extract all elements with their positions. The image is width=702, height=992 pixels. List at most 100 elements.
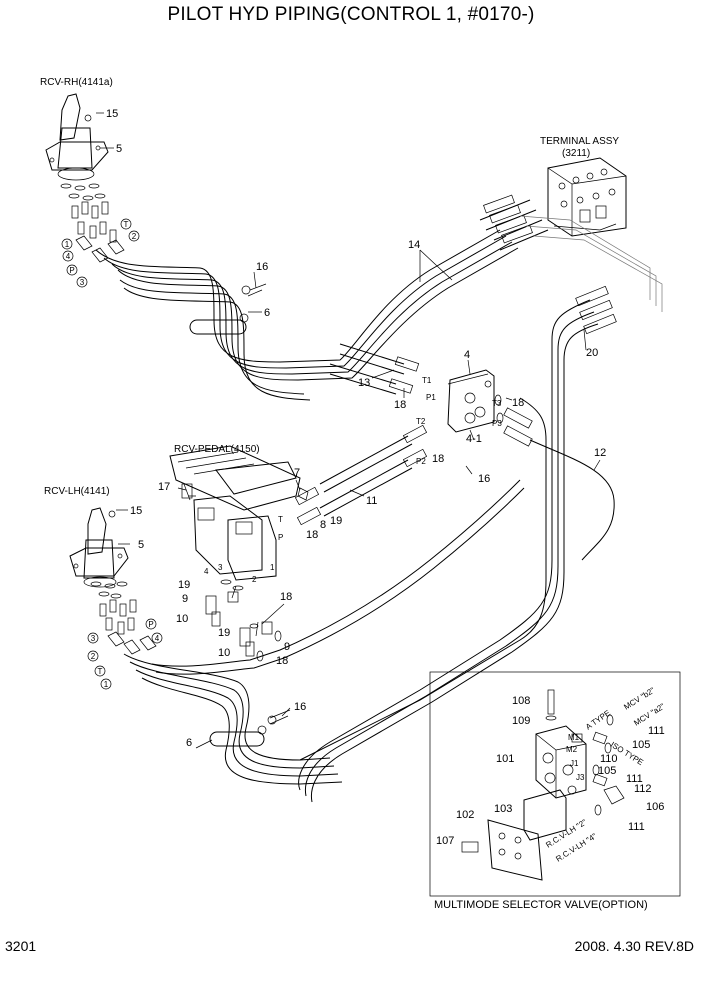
callout-9-b: 9 xyxy=(284,641,290,653)
callout-17: 17 xyxy=(158,481,170,493)
callout-103: 103 xyxy=(494,803,512,815)
lh-fittings xyxy=(99,599,157,655)
lh-port-marker-2: 2 xyxy=(87,650,99,662)
port-p2: P2 xyxy=(416,457,426,466)
callout-4-1: 4-1 xyxy=(466,433,482,445)
port-num-4: 4 xyxy=(204,567,209,576)
rh-hose-bundle xyxy=(95,229,519,401)
callout-108: 108 xyxy=(512,695,530,707)
callout-111-a: 111 xyxy=(648,725,665,737)
lh-port-marker-4: 4 xyxy=(151,632,163,644)
right-hose-bundle xyxy=(298,299,615,803)
terminal-assy xyxy=(547,157,627,237)
leader-lines xyxy=(96,112,601,749)
callout-18-b: 18 xyxy=(512,397,524,409)
port-num-2: 2 xyxy=(252,575,257,584)
callout-112: 112 xyxy=(634,783,652,795)
page-title: PILOT HYD PIPING(CONTROL 1, #0170-) xyxy=(167,4,535,25)
label-terminal-assy: TERMINAL ASSY xyxy=(540,136,619,147)
callout-7: 7 xyxy=(294,467,300,479)
svg-text:2: 2 xyxy=(132,232,137,241)
callout-8: 8 xyxy=(320,519,326,531)
callout-6-lh: 6 xyxy=(186,737,192,749)
pedal-fittings xyxy=(205,579,282,662)
port-m2: M2 xyxy=(566,745,578,754)
callout-12: 12 xyxy=(594,447,606,459)
port-p-pedal: P xyxy=(278,533,283,542)
callout-18-e: 18 xyxy=(280,591,292,603)
multimode-valve xyxy=(535,689,625,816)
label-a-type: A TYPE xyxy=(584,708,612,731)
svg-text:1: 1 xyxy=(104,680,109,689)
svg-text:2: 2 xyxy=(91,652,96,661)
lh-port-marker-t: T xyxy=(94,665,106,677)
callout-9-a: 9 xyxy=(182,593,188,605)
label-multimode: MULTIMODE SELECTOR VALVE(OPTION) xyxy=(434,899,648,911)
callout-109: 109 xyxy=(512,715,530,727)
port-t1: T1 xyxy=(422,376,432,385)
port-t2: T2 xyxy=(416,417,426,426)
center-hose-bundle xyxy=(299,397,547,761)
lh-port-marker-p: P xyxy=(145,618,157,630)
svg-text:P: P xyxy=(69,266,74,275)
lh-port-marker-3: 3 xyxy=(87,632,99,644)
svg-text:3: 3 xyxy=(91,634,96,643)
port-j3: J3 xyxy=(576,773,585,782)
callout-20: 20 xyxy=(586,347,598,359)
callout-11: 11 xyxy=(366,495,377,507)
multimode-bracket xyxy=(461,789,567,881)
callout-4: 4 xyxy=(464,349,470,361)
label-rcv-lh: RCV-LH(4141) xyxy=(44,486,110,497)
rh-orings xyxy=(60,183,106,201)
callout-6-rh: 6 xyxy=(264,307,270,319)
callout-105-a: 105 xyxy=(632,739,650,751)
callout-16-lh: 16 xyxy=(294,701,306,713)
label-terminal-assy-ref: (3211) xyxy=(562,148,590,159)
callout-15-lh: 15 xyxy=(130,505,142,517)
callout-18-a: 18 xyxy=(394,399,406,411)
callout-18-f: 18 xyxy=(276,655,288,667)
page-number: 3201 xyxy=(5,938,37,954)
lh-port-marker-1: 1 xyxy=(100,678,112,690)
callout-102: 102 xyxy=(456,809,474,821)
bracket-4 xyxy=(447,369,495,433)
svg-text:3: 3 xyxy=(80,278,85,287)
callout-10-b: 10 xyxy=(218,647,230,659)
callout-5-lh: 5 xyxy=(138,539,144,551)
label-mcv-a2: MCV "a2" xyxy=(632,702,666,728)
rcv-rh-joystick xyxy=(45,93,109,181)
rh-port-marker-2: 2 xyxy=(128,230,140,242)
port-num-1: 1 xyxy=(270,563,275,572)
rh-port-marker-3: 3 xyxy=(76,276,88,288)
rh-port-marker-4: 4 xyxy=(62,250,74,262)
port-j1: J1 xyxy=(570,759,579,768)
lh-hose-clamp xyxy=(209,709,291,747)
svg-text:T: T xyxy=(124,220,129,229)
callout-15-rh: 15 xyxy=(106,108,118,120)
rcv-lh-joystick xyxy=(69,507,129,588)
revision-date: 2008. 4.30 REV.8D xyxy=(574,938,694,954)
callout-18-d: 18 xyxy=(432,453,444,465)
callout-110: 110 xyxy=(600,753,618,765)
callout-19-b: 19 xyxy=(178,579,190,591)
hose-11 xyxy=(294,424,428,526)
callout-101: 101 xyxy=(496,753,514,765)
svg-text:4: 4 xyxy=(66,252,71,261)
svg-text:1: 1 xyxy=(65,240,70,249)
hose-12-fittings xyxy=(494,394,533,447)
terminal-hoses xyxy=(479,194,663,312)
callout-111-c: 111 xyxy=(628,821,645,833)
port-p3: P3 xyxy=(492,419,502,428)
port-t-pedal: T xyxy=(278,515,283,524)
label-rcv-pedal: RCV-PEDAL(4150) xyxy=(174,444,260,455)
port-num-3: 3 xyxy=(218,563,223,572)
multimode-box xyxy=(429,671,681,897)
callout-111-b: 111 xyxy=(626,773,643,785)
callout-19-a: 19 xyxy=(330,515,342,527)
callout-106: 106 xyxy=(646,801,664,813)
rh-port-marker-1: 1 xyxy=(61,238,73,250)
rh-port-marker-t: T xyxy=(120,218,132,230)
callout-5-rh: 5 xyxy=(116,143,122,155)
callout-19-c: 19 xyxy=(218,627,230,639)
